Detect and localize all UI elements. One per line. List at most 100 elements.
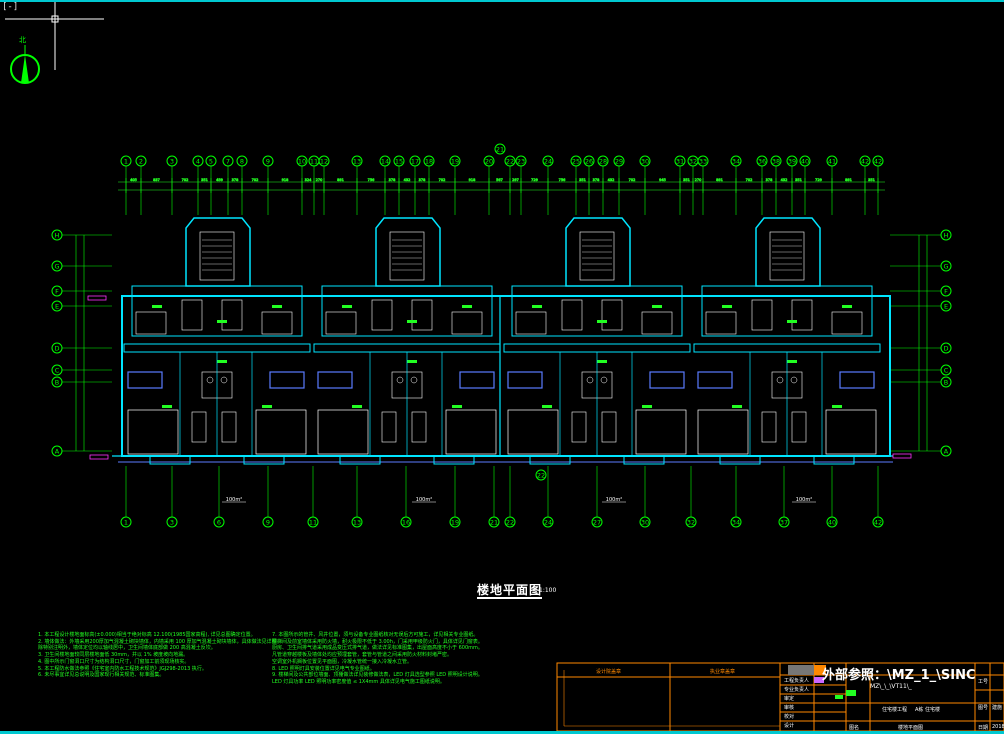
design-note-line: 6. 未尽事宜详见总说明及国家现行相关规范、标准图集。: [38, 672, 165, 679]
axis-bubble-top: 11: [308, 155, 320, 215]
dimension-value: 891: [845, 178, 852, 182]
dimension-value: 702: [439, 178, 446, 182]
axis-label-top: 31: [676, 158, 684, 166]
design-note-line: 8. LED 照明灯具安装位置详见电气专业图纸。: [272, 665, 375, 672]
axis-bubble-bottom: 30: [639, 466, 651, 528]
dimension-value: 270: [695, 178, 702, 182]
axis-bubble-top: 5: [205, 155, 217, 215]
axis-bubble-bottom: 40: [826, 466, 838, 528]
svg-text:B: B: [55, 379, 59, 387]
svg-text:37: 37: [780, 519, 788, 527]
tb-right-label: 工号: [978, 679, 989, 685]
axis-bubble-top: 9: [262, 155, 274, 215]
axis-bubble-left: C: [51, 364, 112, 376]
tb-col-header-stamp: 执业章盖章: [710, 669, 736, 675]
svg-text:27: 27: [593, 519, 601, 527]
axis-bubble-right: A: [890, 445, 952, 457]
axis-label-top: 26: [585, 158, 593, 166]
axis-bubble-right: F: [890, 285, 952, 297]
axis-label-top: 42: [861, 158, 869, 166]
axis-bubble-bottom: 3: [166, 466, 178, 528]
ucs-crosshair-icon: [5, 2, 104, 70]
axis-bubble-top: 14: [379, 155, 391, 215]
svg-text:22: 22: [506, 519, 514, 527]
axis-bubble-top: 7: [222, 155, 234, 215]
dimension-value: 945: [659, 178, 666, 182]
axis-label-top: 42: [874, 158, 882, 166]
svg-text:F: F: [55, 288, 59, 296]
elevation-marker: [87, 295, 107, 301]
dimension-value: 567: [496, 178, 503, 182]
svg-text:E: E: [944, 303, 948, 311]
svg-text:6: 6: [217, 519, 221, 527]
design-note-line: 5. 本工程防水做法参照《住宅室内防水工程技术规范》JGJ298-2013 执行…: [38, 665, 207, 672]
axis-label-top: 33: [699, 158, 707, 166]
tb-signature-row-label: 工程负责人: [784, 678, 810, 684]
axis-bubble-top: 29: [613, 155, 625, 215]
axis-bubble-top: 38: [770, 155, 782, 215]
apartment-unit[interactable]: 100m²: [313, 217, 501, 503]
design-note-line: 凡管道穿越楼板及墙体处均应预埋套管，套管与管道之间采用防火材料封堵严密。: [272, 652, 453, 659]
axis-bubble-top: 30: [639, 155, 651, 215]
axis-label-top: 36: [758, 158, 766, 166]
axis-bubble-top: 33: [697, 155, 709, 215]
axis-label-top: 20: [485, 158, 493, 166]
design-notes-right: 7. 本图所示的管井、风井位置，须与设备专业图纸核对无误后方可施工，详见相关专业…: [272, 632, 483, 686]
axis-bubble-mid-bottom: 22: [535, 469, 547, 481]
axis-bubble-bottom: 27: [591, 466, 603, 528]
svg-text:13: 13: [353, 519, 361, 527]
axis-label-top: 29: [615, 158, 623, 166]
axis-bubble-right: D: [890, 342, 952, 354]
dimension-value: 270: [316, 178, 323, 182]
axis-bubble-top: 32: [687, 155, 699, 215]
axis-label-top: 28: [599, 158, 607, 166]
tb-right-value: 建施: [992, 705, 1003, 711]
axis-bubble-top: 19: [449, 155, 461, 215]
apartment-unit[interactable]: 100m²: [503, 217, 691, 503]
svg-text:21: 21: [490, 519, 498, 527]
svg-text:H: H: [944, 232, 949, 240]
dimension-value: 378: [232, 178, 239, 182]
viewport-bottom-border: [0, 731, 1004, 734]
svg-text:34: 34: [732, 519, 740, 527]
axis-bubble-top: 15: [393, 155, 405, 215]
svg-text:D: D: [943, 345, 948, 353]
axis-bubble-top: 42: [859, 155, 871, 215]
axis-label-top: 38: [772, 158, 780, 166]
axis-label-top: 39: [788, 158, 796, 166]
dimension-value: 702: [252, 178, 259, 182]
viewport-label[interactable]: [-]: [2, 2, 19, 12]
tb-signature-row-label: 审定: [784, 696, 795, 702]
axis-bubble-right: E: [890, 300, 952, 312]
axis-bubble-bottom: 37: [778, 466, 790, 528]
axis-label-top: 8: [240, 158, 244, 166]
dimension-value: 351: [201, 178, 208, 182]
svg-text:H: H: [55, 232, 60, 240]
svg-text:1: 1: [124, 519, 128, 527]
dimension-value: 351: [683, 178, 690, 182]
axis-bubble-top: 22: [504, 155, 516, 215]
apartment-unit[interactable]: 100m²: [123, 217, 311, 503]
unit-area-label: 100m²: [606, 497, 622, 503]
axis-label-top: 13: [353, 158, 361, 166]
elevation-marker: [892, 453, 912, 459]
dimension-value: 756: [368, 178, 375, 182]
axis-bubble-left: E: [51, 300, 112, 312]
dimension-value: 729: [815, 178, 822, 182]
axis-bubble-right: G: [890, 260, 952, 272]
axis-label-top: 17: [411, 158, 419, 166]
apartment-unit[interactable]: 100m²: [693, 217, 881, 503]
svg-text:A: A: [55, 448, 60, 456]
axis-bubble-top: 41: [826, 155, 838, 215]
compass-label: 北: [19, 36, 26, 44]
design-note-line: LED 灯具功率 LED 照明功率密度值 ≤ 1X4mm 具体详见电气施工图纸说…: [272, 678, 445, 685]
axis-bubble-left: B: [51, 376, 112, 388]
axis-bubble-top: 8: [236, 155, 248, 215]
axis-label-top: 30: [641, 158, 649, 166]
svg-text:3: 3: [170, 519, 174, 527]
tb-project-name: 住宅楼工程: [882, 707, 908, 713]
svg-text:21: 21: [496, 146, 504, 154]
dimension-value: 297: [512, 178, 519, 182]
axis-bubble-top: 25: [570, 155, 582, 215]
